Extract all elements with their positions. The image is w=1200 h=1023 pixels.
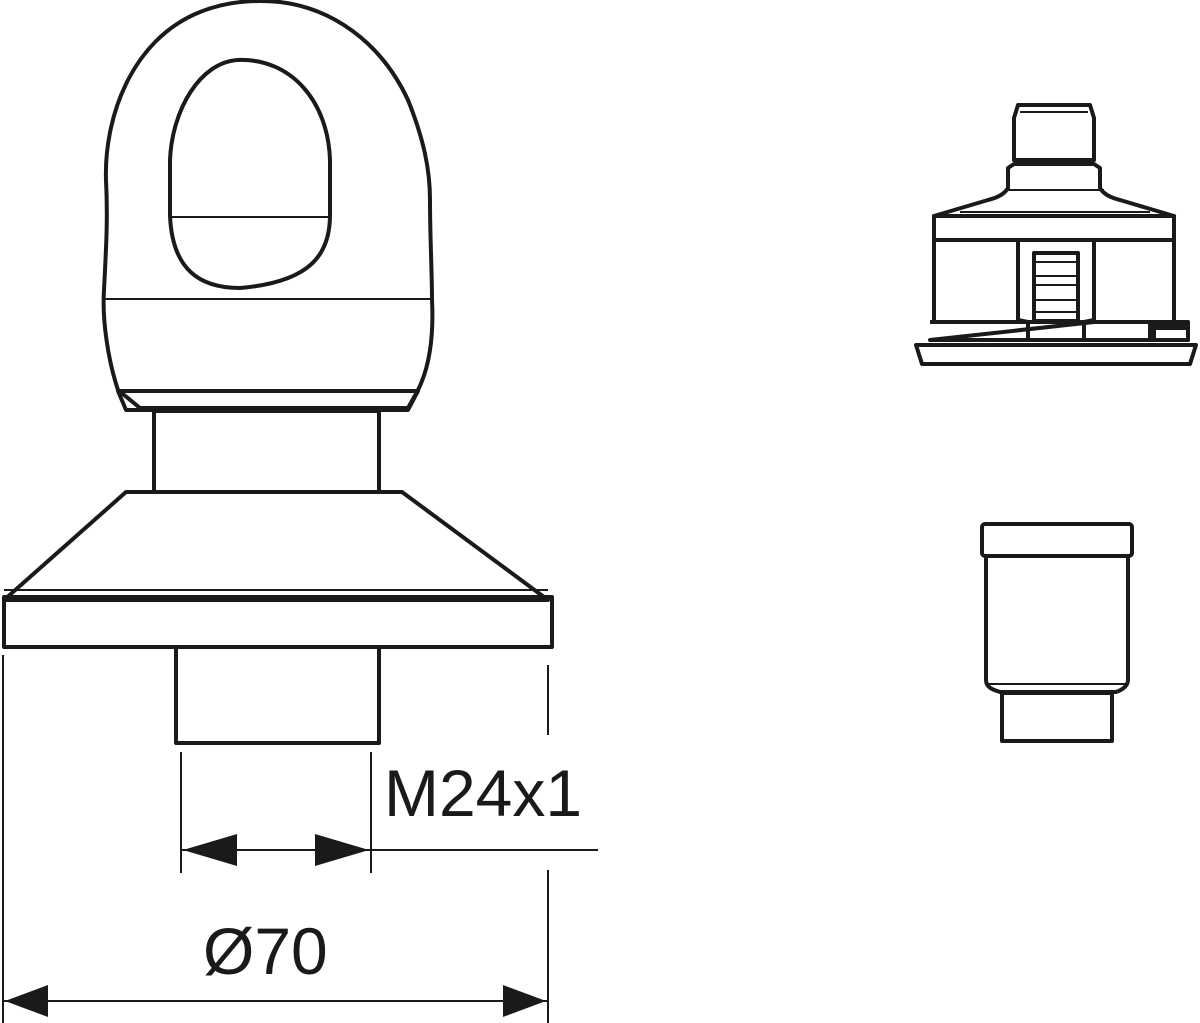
base-side-view: [914, 103, 1198, 366]
insert-part-view: [980, 522, 1134, 743]
diameter-dimension: [2, 655, 549, 1023]
thread-size-label: M24x1: [384, 756, 583, 830]
diameter-label: Ø70: [203, 914, 328, 988]
eye-bolt-front-view: [2, 0, 554, 745]
thread-dimension: [180, 752, 598, 873]
